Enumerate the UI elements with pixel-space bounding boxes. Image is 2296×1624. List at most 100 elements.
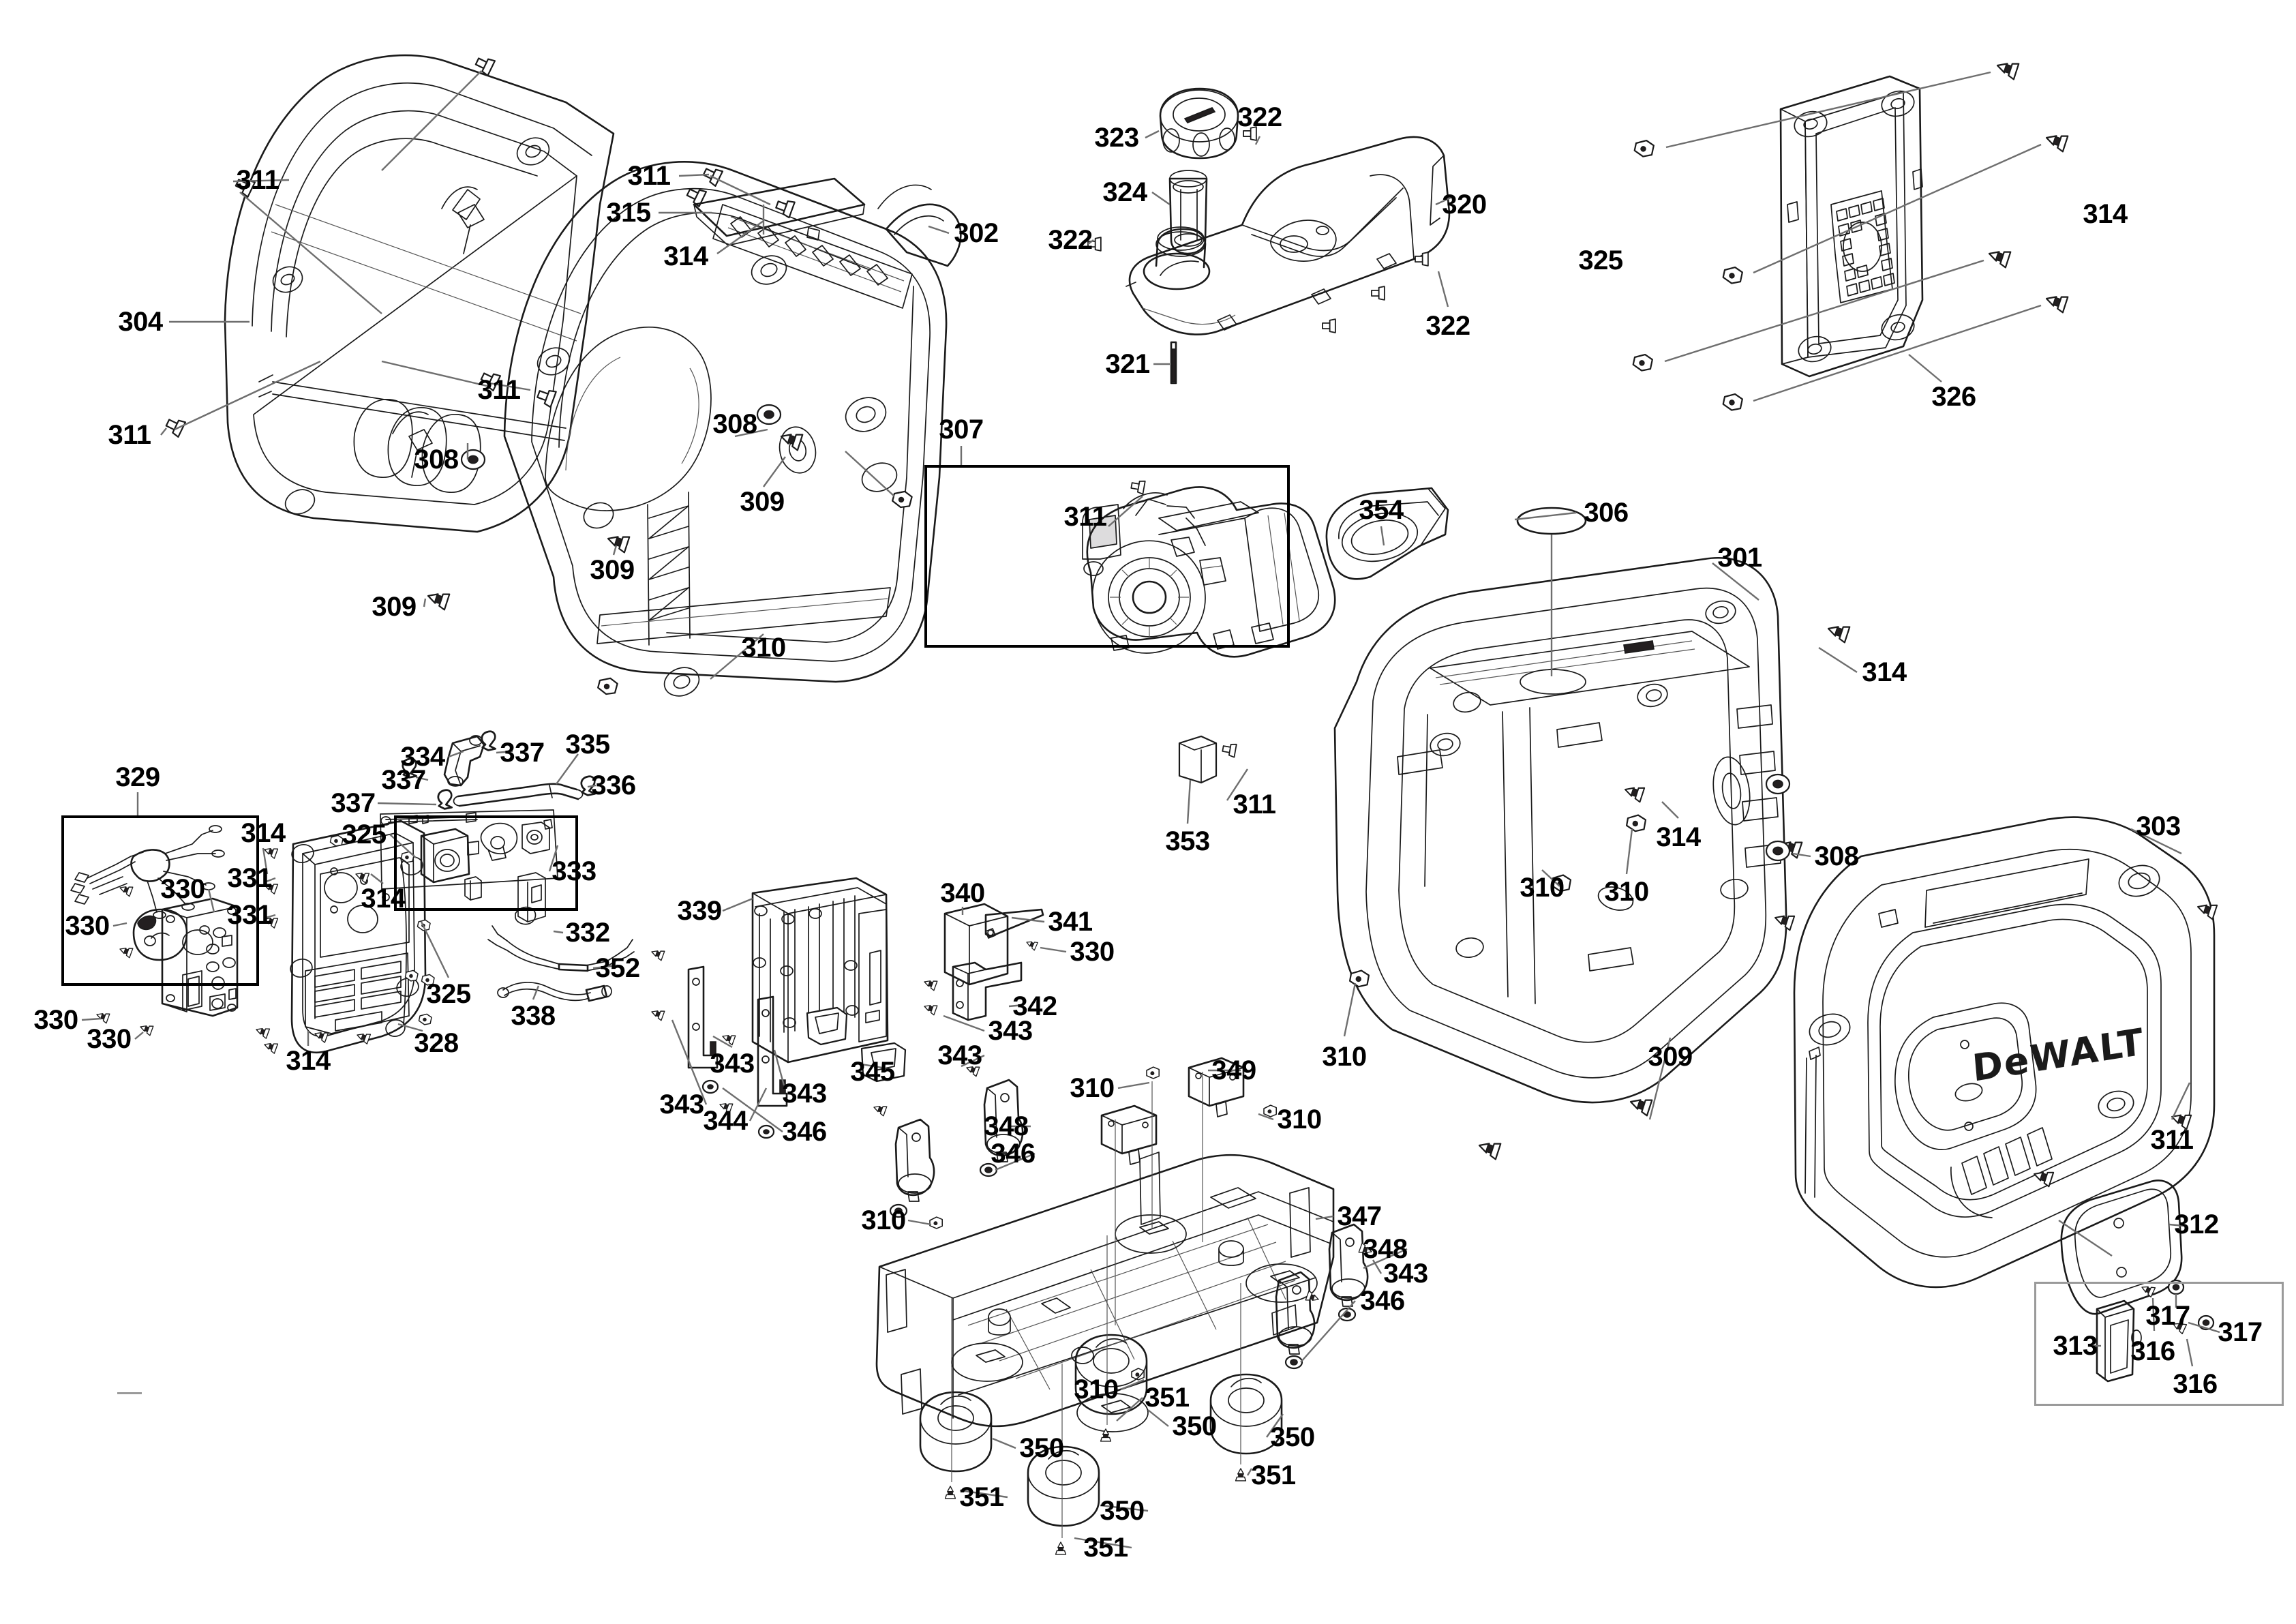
callout-348: 348 [984, 1111, 1029, 1141]
callout-309: 309 [1648, 1042, 1693, 1072]
callout-310: 310 [1520, 873, 1565, 903]
callout-351: 351 [1145, 1383, 1190, 1413]
callout-309: 309 [372, 592, 417, 622]
callout-333: 333 [552, 856, 596, 886]
part-330-control-panel [132, 897, 239, 1017]
callout-330: 330 [33, 1005, 78, 1035]
callout-310: 310 [861, 1205, 906, 1235]
part-347-base-pan [875, 1152, 1335, 1432]
callout-350: 350 [1019, 1433, 1064, 1463]
callout-330: 330 [87, 1024, 132, 1054]
part-334-elbow-fitting [443, 735, 485, 787]
callout-343: 343 [937, 1040, 982, 1070]
callout-325: 325 [1578, 245, 1623, 275]
callout-311: 311 [108, 420, 151, 450]
callout-346: 346 [1360, 1286, 1405, 1316]
callout-306: 306 [1584, 498, 1629, 528]
callout-340: 340 [940, 878, 985, 908]
callout-350: 350 [1270, 1422, 1315, 1452]
callout-310: 310 [1322, 1042, 1367, 1072]
callout-344: 344 [703, 1106, 748, 1136]
part-340-battery [943, 903, 1009, 986]
part-348-isolator-bracket [894, 1079, 1024, 1202]
callout-342: 342 [1012, 991, 1057, 1021]
callout-350: 350 [1100, 1496, 1145, 1526]
callout-310: 310 [741, 633, 786, 663]
callout-354: 354 [1359, 495, 1404, 525]
part-337-hose-clamps [402, 730, 596, 810]
callout-314: 314 [1656, 822, 1701, 852]
callout-334: 334 [400, 742, 445, 772]
callout-346: 346 [991, 1139, 1036, 1169]
callout-308: 308 [414, 445, 459, 475]
callout-311: 311 [477, 375, 521, 405]
callout-303: 303 [2136, 811, 2181, 841]
callout-325: 325 [342, 819, 387, 849]
callout-351: 351 [1083, 1533, 1128, 1563]
callout-307: 307 [939, 415, 984, 445]
callout-314: 314 [286, 1046, 331, 1076]
wiring-harness-box [61, 815, 259, 986]
callout-330: 330 [1070, 937, 1115, 967]
callout-349: 349 [1211, 1055, 1256, 1085]
callout-311: 311 [236, 165, 280, 195]
part-321-tank-pin [1170, 341, 1177, 385]
callout-313: 313 [2053, 1331, 2098, 1361]
callout-325: 325 [426, 979, 471, 1009]
part-313-rubber-pad [2096, 1299, 2142, 1383]
callout-317: 317 [2218, 1317, 2263, 1347]
callout-314: 314 [1862, 657, 1907, 687]
callout-311: 311 [1233, 790, 1276, 819]
callout-317: 317 [2145, 1301, 2190, 1331]
callout-321: 321 [1105, 349, 1150, 379]
callout-310: 310 [1277, 1104, 1322, 1134]
callout-322: 322 [1048, 225, 1093, 255]
part-349-mount-block [1100, 1057, 1245, 1165]
callout-343: 343 [782, 1079, 827, 1109]
part-352-ground-wire [487, 925, 635, 972]
callout-336: 336 [591, 770, 636, 800]
part-320-fuel-tank [1126, 136, 1451, 335]
callout-308: 308 [1814, 841, 1859, 871]
callout-332: 332 [565, 918, 610, 948]
part-326-grille-panel [1779, 75, 1924, 378]
callout-316: 316 [2130, 1336, 2175, 1366]
callout-343: 343 [659, 1089, 704, 1119]
callout-330: 330 [160, 874, 205, 904]
part-323-fuel-cap [1159, 87, 1239, 160]
part-312-outlet-bezel [2060, 1179, 2183, 1315]
callout-323: 323 [1094, 123, 1139, 153]
callout-330: 330 [65, 911, 110, 941]
callout-301: 301 [1717, 543, 1762, 573]
callout-338: 338 [511, 1001, 556, 1031]
part-335-fuel-hose [453, 783, 584, 807]
callout-345: 345 [850, 1057, 895, 1087]
callout-348: 348 [1363, 1234, 1408, 1264]
callout-322: 322 [1425, 311, 1470, 341]
part-354-exhaust-outlet-shield [1325, 487, 1449, 580]
callout-308: 308 [712, 409, 757, 439]
part-345-isolator [806, 1006, 907, 1083]
part-303-front-panel [1793, 816, 2216, 1289]
callout-304: 304 [118, 307, 163, 337]
part-304-left-cover-panel [224, 54, 615, 533]
part-338-jumper-wire [497, 982, 612, 1002]
callout-351: 351 [959, 1482, 1004, 1512]
part-306-cap [1516, 507, 1587, 535]
leader-lines [81, 70, 2220, 1549]
control-module-box [394, 815, 578, 911]
callout-326: 326 [1931, 382, 1976, 412]
part-350-rubber-foot [919, 1334, 1283, 1527]
part-324-fuel-filter [1168, 170, 1208, 255]
callout-324: 324 [1102, 177, 1147, 207]
callout-314: 314 [241, 818, 286, 848]
callout-311: 311 [2150, 1125, 2194, 1155]
callout-350: 350 [1172, 1411, 1217, 1441]
engine-assembly-box [924, 465, 1290, 648]
callout-309: 309 [590, 555, 635, 585]
callout-322: 322 [1237, 102, 1282, 132]
callout-331: 331 [227, 900, 272, 930]
callout-351: 351 [1251, 1460, 1296, 1490]
